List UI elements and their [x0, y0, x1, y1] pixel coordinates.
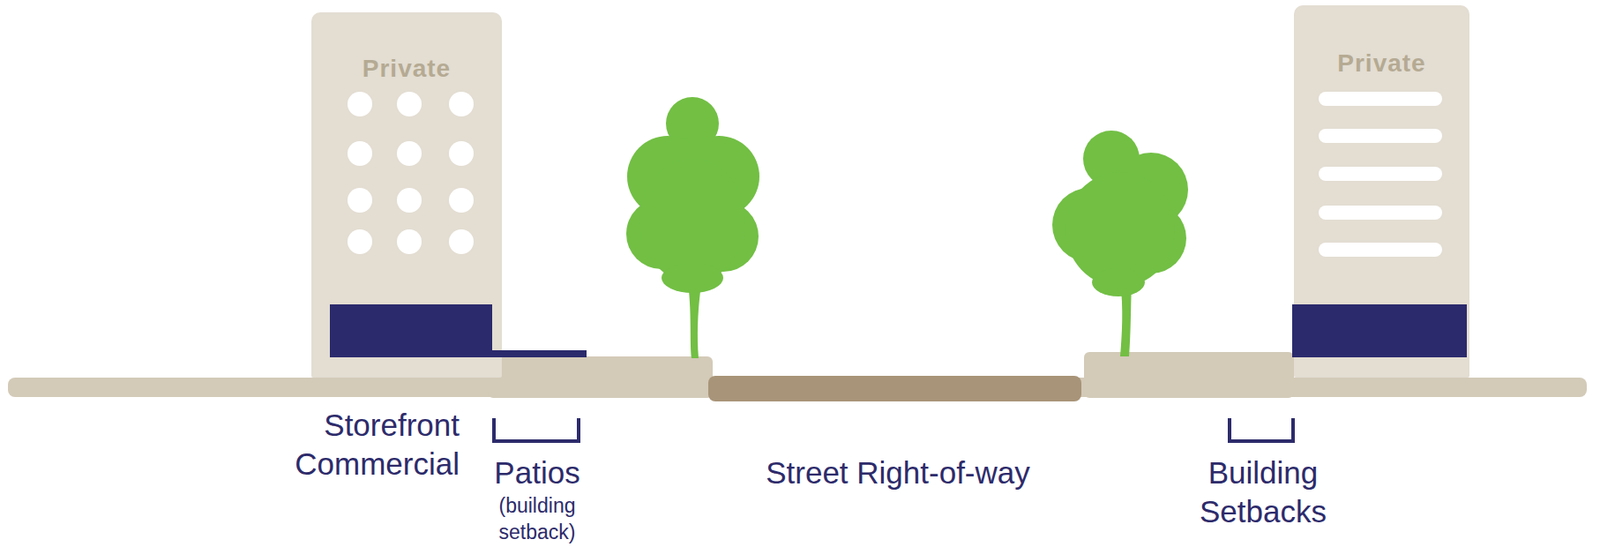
building-block: Private	[311, 12, 502, 378]
street-roadway	[708, 375, 1082, 402]
section-label: Building Setbacks	[1166, 453, 1361, 531]
section-label: Street Right-of-way	[721, 453, 1075, 493]
sidewalk	[1084, 351, 1294, 398]
section-label: Storefront Commercial	[265, 405, 460, 484]
dimension-bracket	[493, 418, 579, 442]
building-label: Private	[311, 54, 502, 83]
section-label: (building setback)	[475, 492, 599, 546]
section-label: Patios	[466, 453, 608, 493]
dimension-bracket	[1229, 418, 1294, 442]
patio-strip	[492, 350, 587, 358]
street-tree	[626, 97, 760, 359]
street-tree	[1052, 130, 1189, 357]
building-block: Private	[1293, 5, 1470, 378]
sidewalk	[487, 356, 713, 398]
building-label: Private	[1293, 49, 1470, 78]
